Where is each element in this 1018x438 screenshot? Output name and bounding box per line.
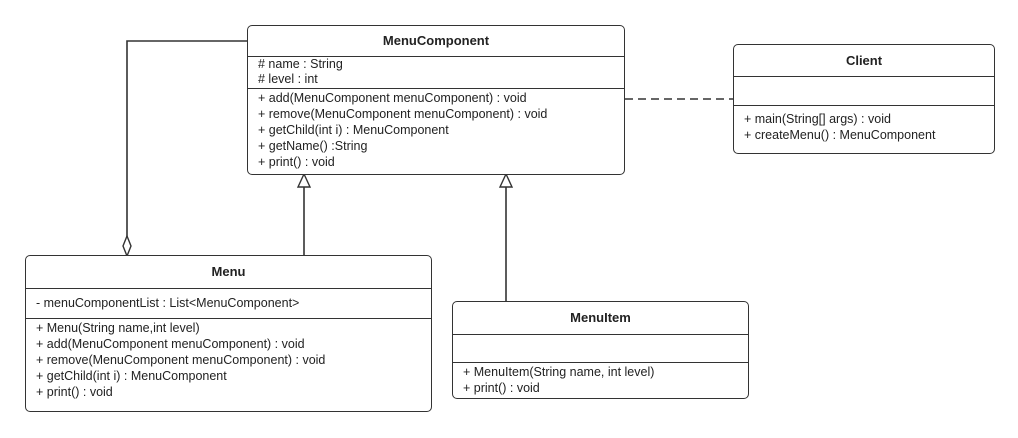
class-menu-title: Menu: [26, 256, 431, 289]
class-menucomponent-title: MenuComponent: [248, 26, 624, 57]
operation: + createMenu() : MenuComponent: [744, 128, 936, 142]
class-menu[interactable]: Menu - menuComponentList : List<MenuComp…: [25, 255, 432, 412]
operation: + add(MenuComponent menuComponent) : voi…: [36, 337, 305, 351]
class-menuitem-operations: + MenuItem(String name, int level) + pri…: [453, 363, 748, 398]
class-client[interactable]: Client + main(String[] args) : void + cr…: [733, 44, 995, 154]
operation: + main(String[] args) : void: [744, 112, 891, 126]
aggregation-diamond: [122, 234, 132, 258]
class-menuitem[interactable]: MenuItem + MenuItem(String name, int lev…: [452, 301, 749, 399]
operation: + print() : void: [258, 155, 335, 169]
menu-generalization-arrow: [296, 172, 312, 188]
operation: + remove(MenuComponent menuComponent) : …: [258, 107, 548, 121]
operation: + getChild(int i) : MenuComponent: [36, 369, 227, 383]
class-menucomponent-operations: + add(MenuComponent menuComponent) : voi…: [248, 89, 624, 172]
class-client-attributes: [734, 77, 994, 106]
operation: + print() : void: [463, 381, 540, 395]
class-menu-attributes: - menuComponentList : List<MenuComponent…: [26, 289, 431, 319]
class-menucomponent[interactable]: MenuComponent # name : String # level : …: [247, 25, 625, 175]
class-menu-operations: + Menu(String name,int level) + add(Menu…: [26, 319, 431, 402]
operation: + getName() :String: [258, 139, 368, 153]
operation: + print() : void: [36, 385, 113, 399]
class-client-operations: + main(String[] args) : void + createMen…: [734, 106, 994, 145]
menuitem-generalization-arrow: [498, 172, 514, 188]
attribute: # level : int: [258, 72, 318, 86]
operation: + add(MenuComponent menuComponent) : voi…: [258, 91, 527, 105]
class-menuitem-title: MenuItem: [453, 302, 748, 335]
attribute: # name : String: [258, 57, 343, 71]
operation: + MenuItem(String name, int level): [463, 365, 655, 379]
aggregation-line: [126, 40, 247, 238]
class-client-title: Client: [734, 45, 994, 77]
class-menuitem-attributes: [453, 335, 748, 363]
operation: + getChild(int i) : MenuComponent: [258, 123, 449, 137]
operation: + remove(MenuComponent menuComponent) : …: [36, 353, 326, 367]
operation: + Menu(String name,int level): [36, 321, 200, 335]
attribute: - menuComponentList : List<MenuComponent…: [36, 296, 300, 310]
class-menucomponent-attributes: # name : String # level : int: [248, 57, 624, 89]
